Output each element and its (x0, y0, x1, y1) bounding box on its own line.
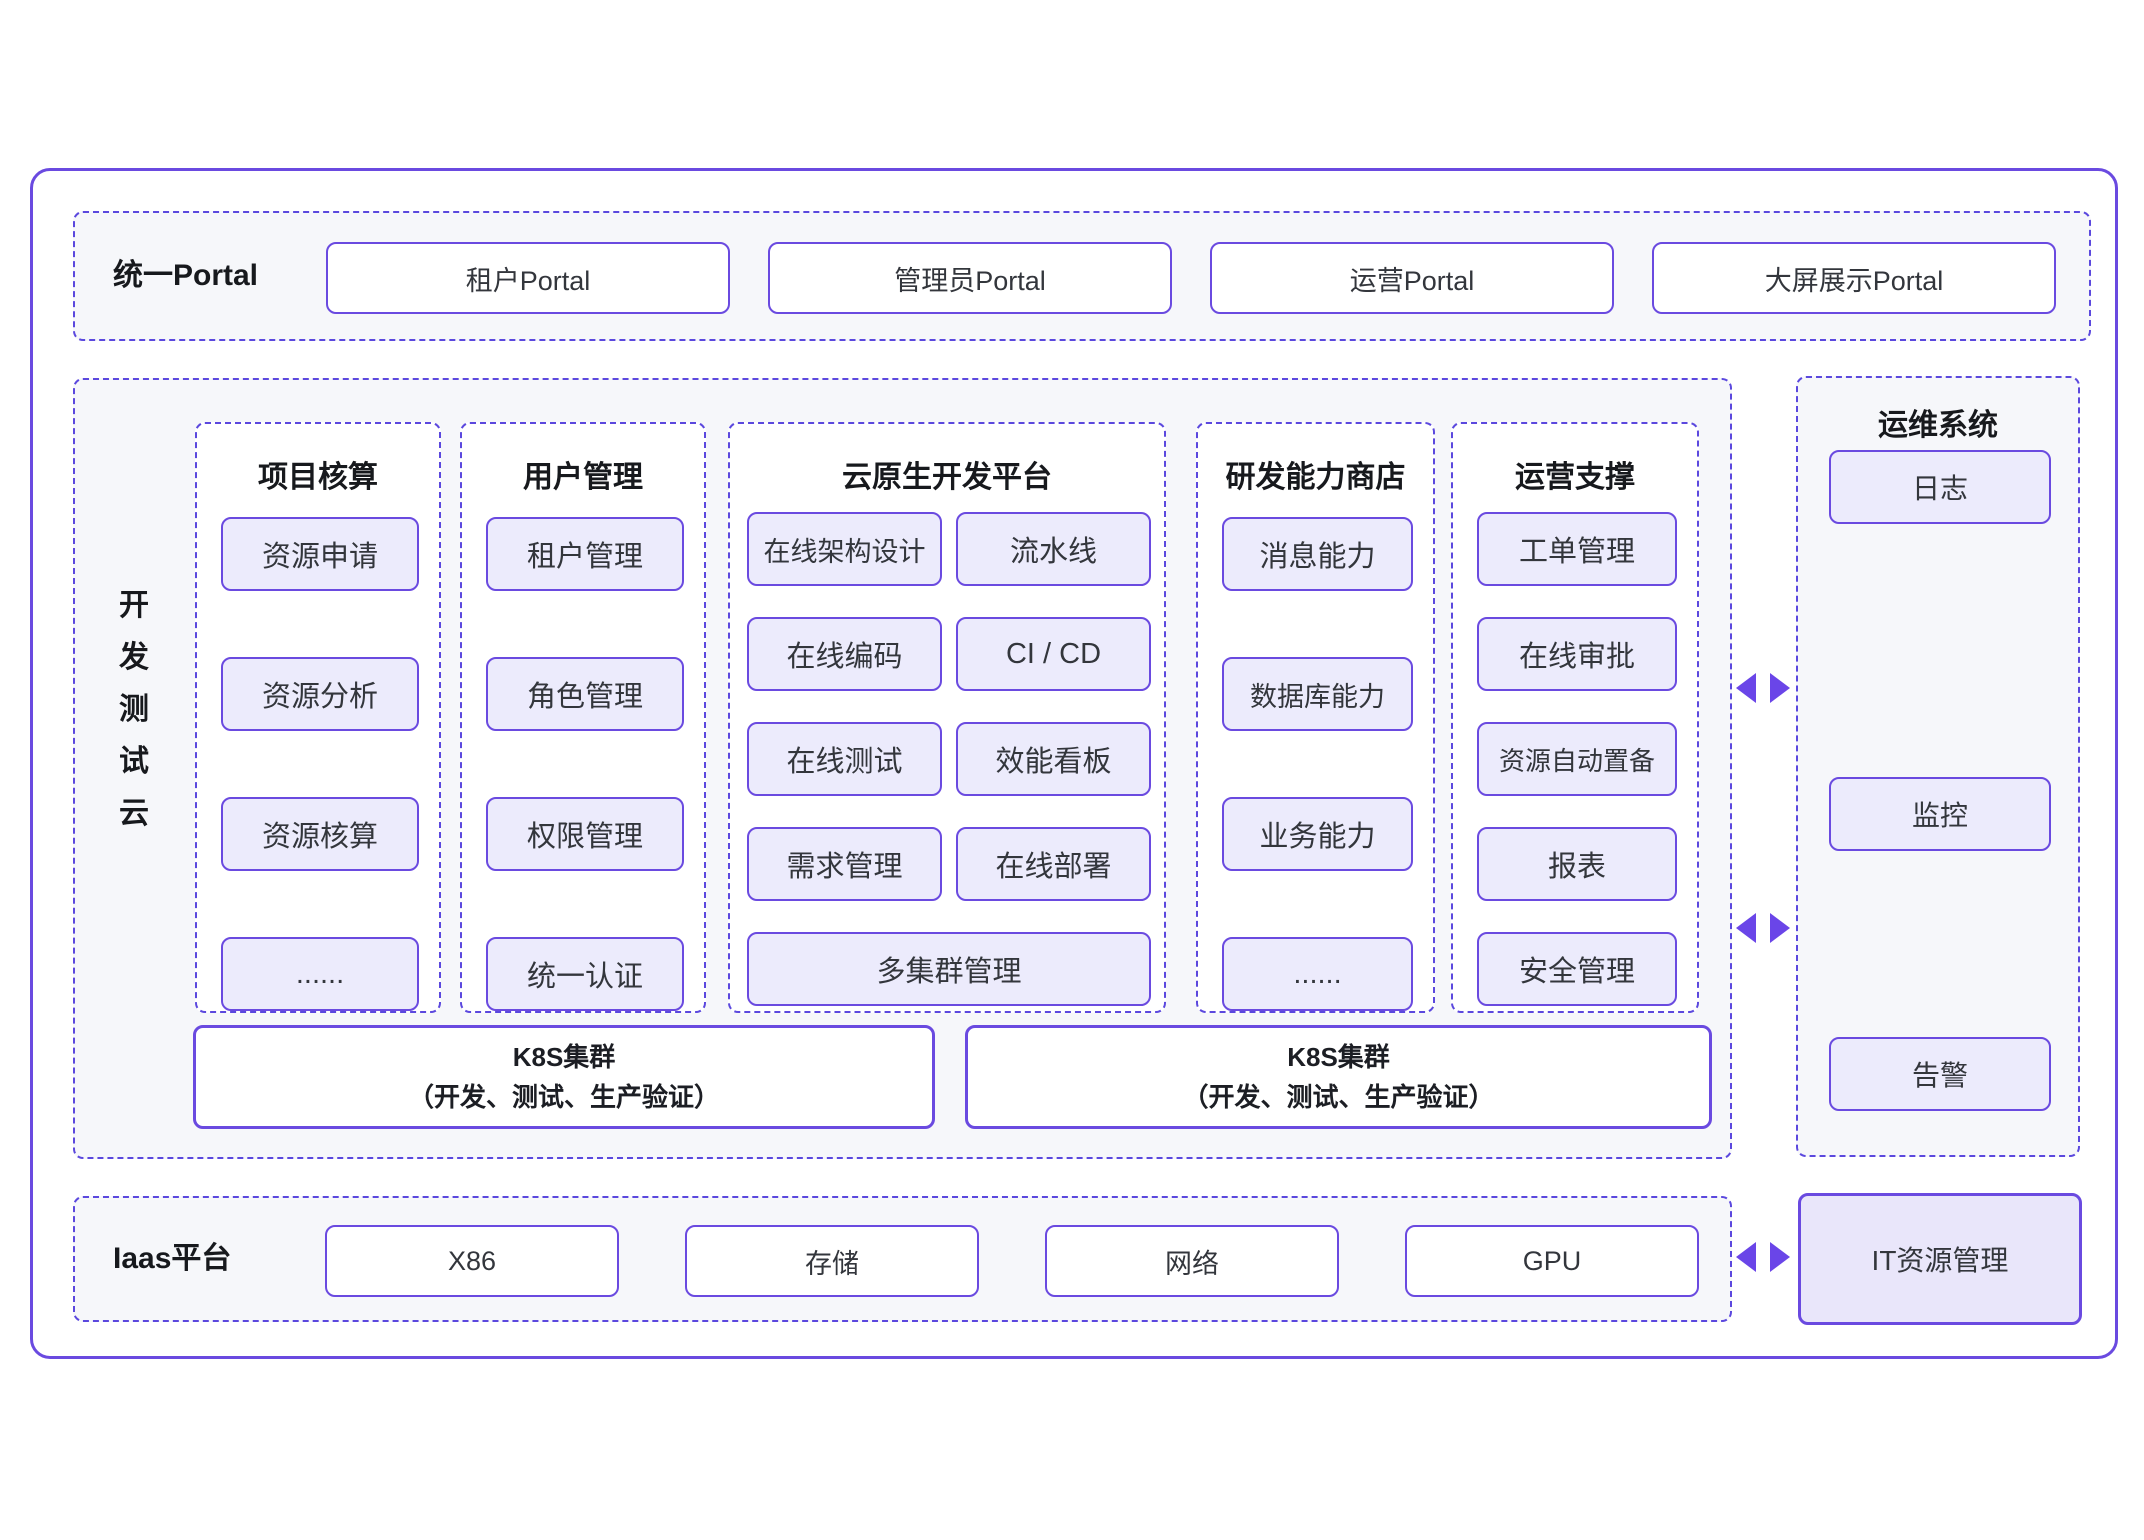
iaas-box-network: 网络 (1045, 1225, 1339, 1297)
item-box: 在线审批 (1477, 617, 1677, 691)
vlabel-char: 测 (119, 693, 149, 726)
iaas-section-label: Iaas平台 (113, 1242, 232, 1275)
left-arrow-icon (1736, 1242, 1756, 1272)
item-box: 报表 (1477, 827, 1677, 901)
item-box: 数据库能力 (1222, 657, 1413, 731)
ops-item-alert: 告警 (1829, 1037, 2051, 1111)
column-user-management: 用户管理 租户管理 角色管理 权限管理 统一认证 (460, 422, 706, 1013)
vlabel-char: 试 (119, 745, 149, 778)
item-box: 资源自动置备 (1477, 722, 1677, 796)
column-title: 运营支撑 (1515, 461, 1635, 494)
portal-section: 统一Portal 租户Portal 管理员Portal 运营Portal 大屏展… (73, 211, 2091, 341)
k8s-cluster-box: K8S集群 （开发、测试、生产验证） (193, 1025, 935, 1129)
item-box: 资源核算 (221, 797, 419, 871)
k8s-cluster-box: K8S集群 （开发、测试、生产验证） (965, 1025, 1712, 1129)
column-project-accounting: 项目核算 资源申请 资源分析 资源核算 ...... (195, 422, 441, 1013)
vlabel-char: 开 (119, 589, 149, 622)
right-arrow-icon (1770, 673, 1790, 703)
portal-box-bigscreen: 大屏展示Portal (1652, 242, 2056, 314)
portal-box-tenant: 租户Portal (326, 242, 730, 314)
column-title: 用户管理 (523, 461, 643, 494)
column-cloud-native-platform: 云原生开发平台 在线架构设计 流水线 在线编码 CI / CD 在线测试 效能看… (728, 422, 1166, 1013)
iaas-box-x86: X86 (325, 1225, 619, 1297)
dev-test-cloud-label: 开 发 测 试 云 (95, 580, 173, 840)
item-box: 权限管理 (486, 797, 684, 871)
portal-section-label: 统一Portal (113, 259, 259, 292)
item-box: 资源分析 (221, 657, 419, 731)
iaas-box-gpu: GPU (1405, 1225, 1699, 1297)
item-box: 在线编码 (747, 617, 942, 691)
item-box: ...... (221, 937, 419, 1011)
column-title: 云原生开发平台 (842, 461, 1052, 494)
item-box: 角色管理 (486, 657, 684, 731)
column-title: 项目核算 (258, 461, 378, 494)
item-box: CI / CD (956, 617, 1151, 691)
bidirectional-arrows-icon (1736, 1241, 1790, 1273)
vlabel-char: 云 (119, 797, 149, 830)
column-capability-store: 研发能力商店 消息能力 数据库能力 业务能力 ...... (1196, 422, 1435, 1013)
iaas-box-storage: 存储 (685, 1225, 979, 1297)
k8s-cluster-subtitle: （开发、测试、生产验证） (407, 1082, 720, 1112)
bidirectional-arrows-icon (1736, 672, 1790, 704)
item-box: 需求管理 (747, 827, 942, 901)
item-box: 流水线 (956, 512, 1151, 586)
it-resource-management-box: IT资源管理 (1798, 1193, 2082, 1325)
item-box: 效能看板 (956, 722, 1151, 796)
portal-box-operation: 运营Portal (1210, 242, 1614, 314)
item-box: 在线测试 (747, 722, 942, 796)
right-arrow-icon (1770, 1242, 1790, 1272)
architecture-diagram-frame: 统一Portal 租户Portal 管理员Portal 运营Portal 大屏展… (30, 168, 2118, 1359)
k8s-cluster-subtitle: （开发、测试、生产验证） (1182, 1082, 1495, 1112)
item-box: 安全管理 (1477, 932, 1677, 1006)
ops-system-section: 运维系统 日志 监控 告警 (1796, 376, 2080, 1157)
vlabel-char: 发 (119, 641, 149, 674)
iaas-section: Iaas平台 X86 存储 网络 GPU (73, 1196, 1732, 1322)
item-box: ...... (1222, 937, 1413, 1011)
left-arrow-icon (1736, 673, 1756, 703)
item-box: 租户管理 (486, 517, 684, 591)
item-box: 业务能力 (1222, 797, 1413, 871)
column-title: 研发能力商店 (1225, 461, 1406, 494)
ops-item-monitor: 监控 (1829, 777, 2051, 851)
dev-test-cloud-section: 开 发 测 试 云 项目核算 资源申请 资源分析 资源核算 ...... 用户管… (73, 378, 1732, 1159)
column-operation-support: 运营支撑 工单管理 在线审批 资源自动置备 报表 安全管理 (1451, 422, 1699, 1013)
item-box: 在线部署 (956, 827, 1151, 901)
left-arrow-icon (1736, 913, 1756, 943)
ops-system-title: 运维系统 (1878, 409, 1998, 442)
item-box: 工单管理 (1477, 512, 1677, 586)
item-box: 在线架构设计 (747, 512, 942, 586)
ops-item-log: 日志 (1829, 450, 2051, 524)
right-arrow-icon (1770, 913, 1790, 943)
portal-box-admin: 管理员Portal (768, 242, 1172, 314)
item-box: 统一认证 (486, 937, 684, 1011)
bidirectional-arrows-icon (1736, 912, 1790, 944)
item-box: 资源申请 (221, 517, 419, 591)
k8s-cluster-title: K8S集群 (1287, 1042, 1390, 1072)
item-box-multicluster: 多集群管理 (747, 932, 1151, 1006)
item-box: 消息能力 (1222, 517, 1413, 591)
k8s-cluster-title: K8S集群 (512, 1042, 616, 1072)
